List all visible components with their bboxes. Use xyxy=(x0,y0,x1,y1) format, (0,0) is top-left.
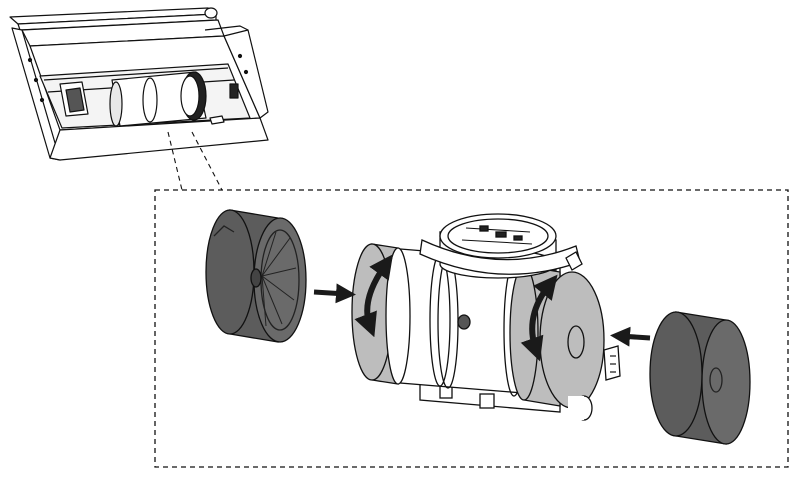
arrow-insert-right xyxy=(610,326,651,347)
callout-lines xyxy=(167,131,223,191)
cooker-hood-drawing xyxy=(9,7,269,161)
arrow-rotate-right xyxy=(520,274,558,362)
left-carbon-filter xyxy=(205,209,307,343)
arrow-insert-left xyxy=(313,283,356,304)
right-carbon-filter xyxy=(649,311,751,445)
arrows xyxy=(313,254,651,362)
detail-frame xyxy=(154,189,789,468)
arrow-rotate-left xyxy=(354,254,394,338)
motor-blower xyxy=(351,213,621,421)
